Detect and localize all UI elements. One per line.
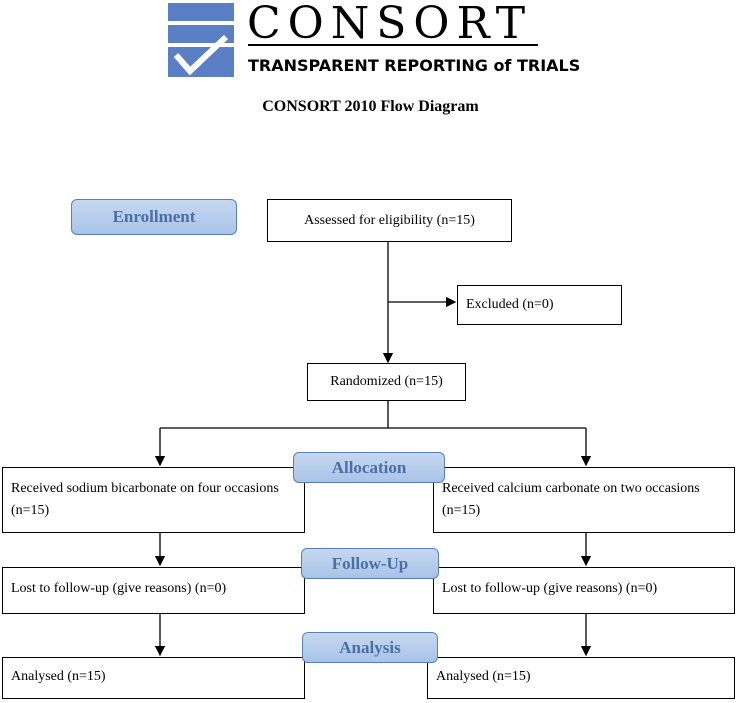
diagram-title: CONSORT 2010 Flow Diagram — [262, 98, 479, 115]
box-excluded: Excluded (n=0) — [457, 285, 622, 325]
box-left-analysis: Analysed (n=15) — [2, 657, 305, 699]
logo-divider — [248, 44, 538, 46]
phase-analysis: Analysis — [302, 632, 438, 663]
box-right-followup: Lost to follow-up (give reasons) (n=0) — [433, 567, 735, 614]
logo-tagline: TRANSPARENT REPORTING of TRIALS — [248, 56, 581, 75]
phase-allocation: Allocation — [293, 452, 445, 483]
box-randomized: Randomized (n=15) — [307, 363, 466, 401]
box-left-followup: Lost to follow-up (give reasons) (n=0) — [2, 567, 305, 614]
box-left-allocation: Received sodium bicarbonate on four occa… — [2, 467, 305, 533]
phase-enrollment: Enrollment — [71, 199, 237, 235]
phase-follow-up: Follow-Up — [301, 548, 439, 579]
consort-logo-mark — [168, 3, 234, 77]
box-right-allocation: Received calcium carbonate on two occasi… — [433, 467, 735, 533]
logo-wordmark: CONSORT — [247, 0, 533, 49]
box-right-analysis: Analysed (n=15) — [427, 657, 735, 699]
box-assessed-for-eligibility: Assessed for eligibility (n=15) — [267, 199, 512, 242]
